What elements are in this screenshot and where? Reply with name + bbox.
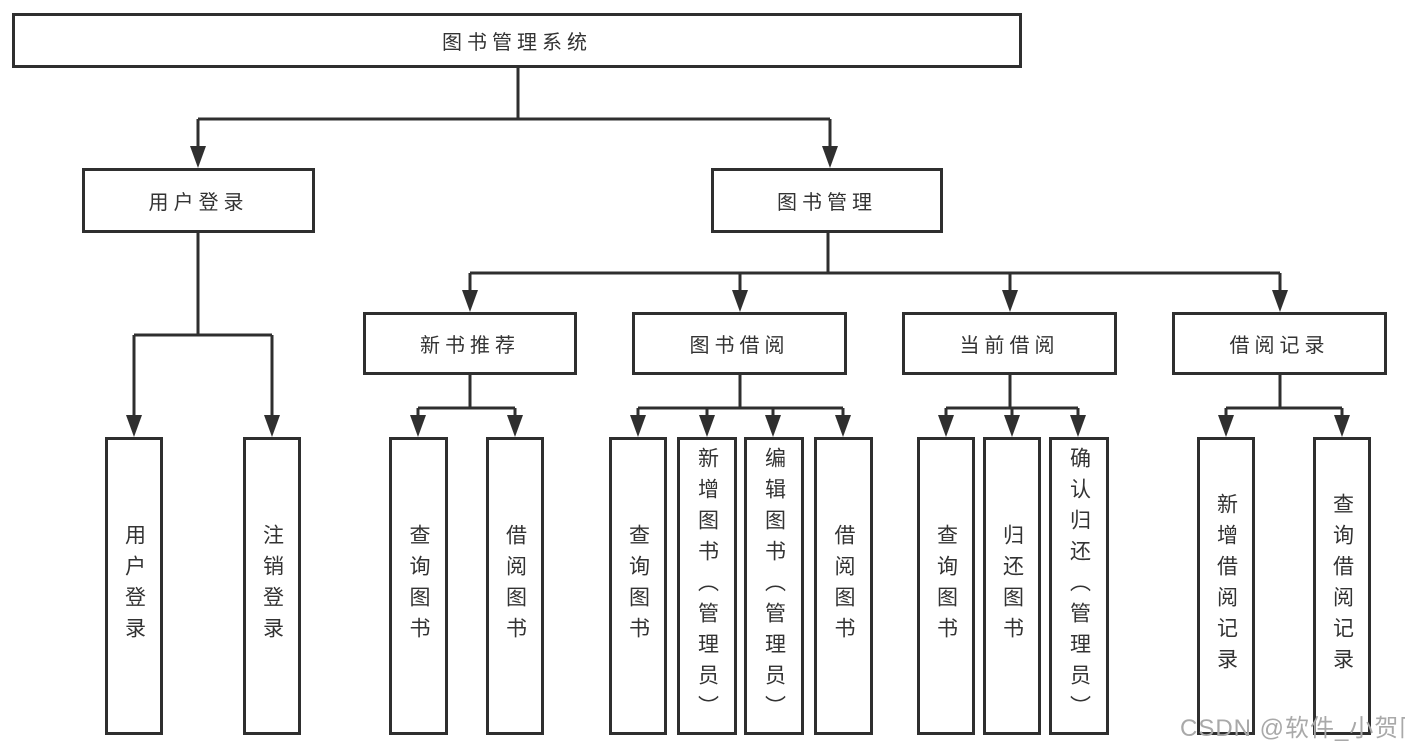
leaf-label: 查询图书 <box>407 524 430 648</box>
node-root: 图书管理系统 <box>12 13 1022 68</box>
arrow-down-icon <box>699 415 715 437</box>
leaf-query-books-recommend: 查询图书 <box>389 437 448 735</box>
arrow-down-icon <box>1004 415 1020 437</box>
leaf-label: 借阅图书 <box>832 524 855 648</box>
leaf-label: 查询借阅记录 <box>1330 493 1354 679</box>
arrow-down-icon <box>1334 415 1350 437</box>
arrow-down-icon <box>630 415 646 437</box>
leaf-label: 新增图书（管理员） <box>695 446 719 726</box>
connector-book-borrowing-to-leaves <box>630 375 851 437</box>
arrow-down-icon <box>264 415 280 437</box>
node-borrow-records: 借阅记录 <box>1172 312 1387 375</box>
arrow-down-icon <box>462 290 478 312</box>
leaf-logout: 注销登录 <box>243 437 301 735</box>
arrow-down-icon <box>835 415 851 437</box>
connector-root-to-level2 <box>190 68 838 168</box>
watermark: CSDN @软件_小贺同学 <box>1180 715 1405 742</box>
node-current-borrowing: 当前借阅 <box>902 312 1117 375</box>
node-book-management: 图书管理 <box>711 168 943 233</box>
arrow-down-icon <box>765 415 781 437</box>
leaf-label: 注销登录 <box>260 524 284 648</box>
leaf-borrow-books-borrowing: 借阅图书 <box>814 437 873 735</box>
node-new-book-recommend: 新书推荐 <box>363 312 577 375</box>
arrow-down-icon <box>732 290 748 312</box>
leaf-label: 新增借阅记录 <box>1214 493 1238 679</box>
leaf-label: 确认归还（管理员） <box>1067 446 1091 726</box>
leaf-borrow-books-recommend: 借阅图书 <box>486 437 544 735</box>
arrow-down-icon <box>190 146 206 168</box>
leaf-edit-books-admin: 编辑图书（管理员） <box>744 437 804 735</box>
arrow-down-icon <box>126 415 142 437</box>
leaf-add-borrow-record: 新增借阅记录 <box>1197 437 1255 735</box>
leaf-add-books-admin: 新增图书（管理员） <box>677 437 737 735</box>
leaf-query-borrow-record: 查询借阅记录 <box>1313 437 1371 735</box>
arrow-down-icon <box>1070 415 1086 437</box>
leaf-label: 借阅图书 <box>503 524 527 648</box>
leaf-user-login: 用户登录 <box>105 437 163 735</box>
leaf-label: 查询图书 <box>934 524 958 648</box>
connector-new-book-recommend-to-leaves <box>410 375 523 437</box>
leaf-query-books-current: 查询图书 <box>917 437 975 735</box>
connector-borrow-records-to-leaves <box>1218 375 1350 437</box>
arrow-down-icon <box>410 415 426 437</box>
node-book-borrowing: 图书借阅 <box>632 312 847 375</box>
leaf-query-books-borrowing: 查询图书 <box>609 437 667 735</box>
arrow-down-icon <box>938 415 954 437</box>
arrow-down-icon <box>1218 415 1234 437</box>
leaf-return-books: 归还图书 <box>983 437 1041 735</box>
connector-user-login-to-leaves <box>126 233 280 437</box>
connector-book-management-to-level3 <box>462 233 1288 312</box>
leaf-label: 查询图书 <box>626 524 650 648</box>
arrow-down-icon <box>1002 290 1018 312</box>
node-user-login: 用户登录 <box>82 168 315 233</box>
leaf-label: 编辑图书（管理员） <box>762 446 786 726</box>
leaf-label: 归还图书 <box>1000 524 1024 648</box>
leaf-confirm-return-admin: 确认归还（管理员） <box>1049 437 1109 735</box>
arrow-down-icon <box>1272 290 1288 312</box>
connector-current-borrowing-to-leaves <box>938 375 1086 437</box>
leaf-label: 用户登录 <box>122 524 146 648</box>
arrow-down-icon <box>822 146 838 168</box>
arrow-down-icon <box>507 415 523 437</box>
